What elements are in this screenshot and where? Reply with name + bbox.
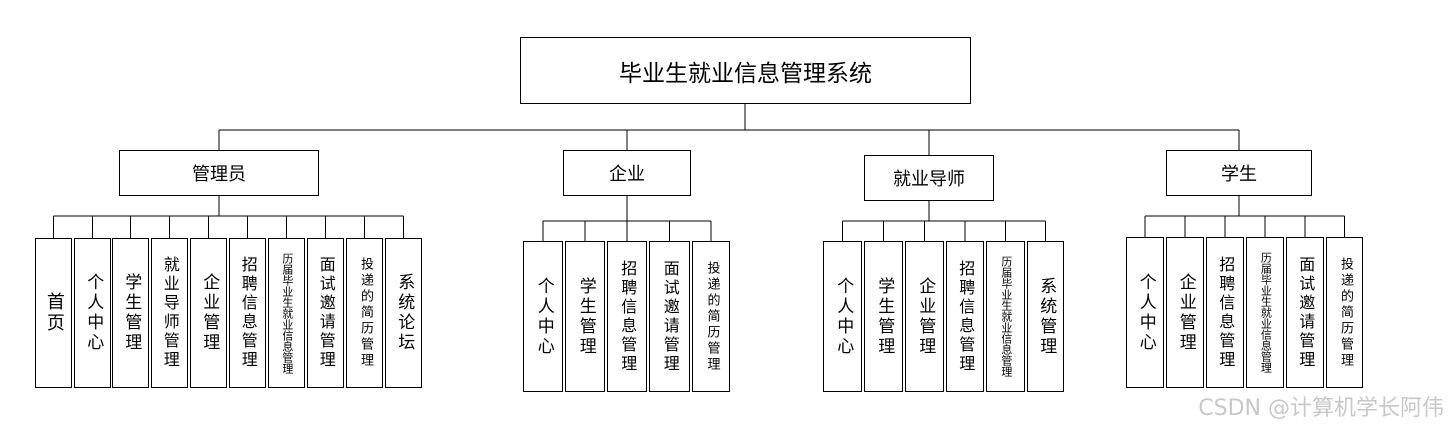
leaf-label: 历届毕业生就业信息管理: [1259, 252, 1273, 373]
leaf-node: 历届毕业生就业信息管理: [986, 241, 1025, 392]
leaf-node: 企业管理: [905, 241, 944, 392]
leaf-node: 面试邀请管理: [649, 241, 690, 392]
group-node-company: 企业: [563, 150, 691, 196]
root-node-label: 毕业生就业信息管理系统: [619, 60, 872, 87]
leaf-label: 招聘信息管理: [1216, 255, 1236, 370]
leaf-label: 面试邀请管理: [1296, 255, 1316, 370]
leaf-node: 个人中心: [74, 238, 111, 388]
leaf-label: 系统论坛: [394, 273, 415, 353]
leaf-label: 招聘信息管理: [956, 259, 976, 374]
leaf-label: 个人中心: [83, 273, 104, 353]
leaf-label: 招聘信息管理: [238, 256, 258, 370]
group-node-mentor: 就业导师: [864, 155, 994, 201]
root-node: 毕业生就业信息管理系统: [520, 37, 971, 104]
leaf-node: 个人中心: [523, 241, 563, 392]
leaf-node: 学生管理: [112, 238, 149, 388]
leaf-label: 企业管理: [915, 276, 936, 357]
watermark: CSDN @计算机学长阿伟: [1198, 396, 1444, 421]
leaf-node: 历届毕业生就业信息管理: [1246, 237, 1284, 388]
leaf-node: 招聘信息管理: [946, 241, 984, 392]
leaf-label: 学生管理: [874, 276, 895, 357]
leaf-label: 个人中心: [533, 276, 554, 357]
leaf-label: 面试邀请管理: [316, 256, 336, 370]
leaf-label: 系统管理: [1036, 276, 1057, 357]
leaf-label: 个人中心: [1135, 272, 1156, 353]
leaf-label: 投递的简历管理: [357, 257, 373, 369]
group-label: 学生: [1221, 164, 1257, 185]
group-label: 企业: [609, 164, 645, 185]
leaf-label: 招聘信息管理: [618, 259, 638, 374]
leaf-label: 历届毕业生就业信息管理: [280, 252, 294, 374]
leaf-label: 学生管理: [575, 276, 596, 357]
leaf-label: 历届毕业生就业信息管理: [999, 256, 1013, 377]
leaf-node: 面试邀请管理: [1286, 237, 1324, 388]
leaf-label: 企业管理: [199, 273, 220, 353]
leaf-label: 首页: [43, 292, 65, 334]
group-node-admin: 管理员: [119, 150, 319, 196]
leaf-node: 就业导师管理: [151, 238, 188, 388]
leaf-label: 投递的简历管理: [704, 260, 720, 373]
leaf-node: 个人中心: [1126, 237, 1164, 388]
leaf-label: 企业管理: [1175, 272, 1196, 353]
leaf-label: 面试邀请管理: [660, 259, 680, 374]
leaf-node: 学生管理: [565, 241, 605, 392]
leaf-node: 面试邀请管理: [307, 238, 344, 388]
group-node-student: 学生: [1166, 150, 1312, 196]
leaf-node: 企业管理: [1166, 237, 1204, 388]
group-label: 就业导师: [893, 169, 965, 190]
leaf-node: 系统管理: [1027, 241, 1064, 392]
leaf-node: 投递的简历管理: [692, 241, 730, 392]
leaf-node: 企业管理: [190, 238, 227, 388]
leaf-node: 投递的简历管理: [346, 238, 383, 388]
leaf-node: 首页: [35, 238, 72, 388]
leaf-node: 历届毕业生就业信息管理: [268, 238, 305, 388]
leaf-node: 招聘信息管理: [1206, 237, 1244, 388]
leaf-label: 投递的简历管理: [1337, 256, 1353, 369]
leaf-node: 投递的简历管理: [1326, 237, 1363, 388]
leaf-label: 个人中心: [833, 276, 854, 357]
leaf-node: 个人中心: [823, 241, 862, 392]
leaf-node: 招聘信息管理: [607, 241, 647, 392]
leaf-node: 系统论坛: [385, 238, 422, 388]
leaf-label: 就业导师管理: [160, 256, 180, 370]
leaf-node: 学生管理: [864, 241, 903, 392]
leaf-node: 招聘信息管理: [229, 238, 266, 388]
group-label: 管理员: [192, 164, 246, 185]
leaf-label: 学生管理: [121, 273, 142, 353]
